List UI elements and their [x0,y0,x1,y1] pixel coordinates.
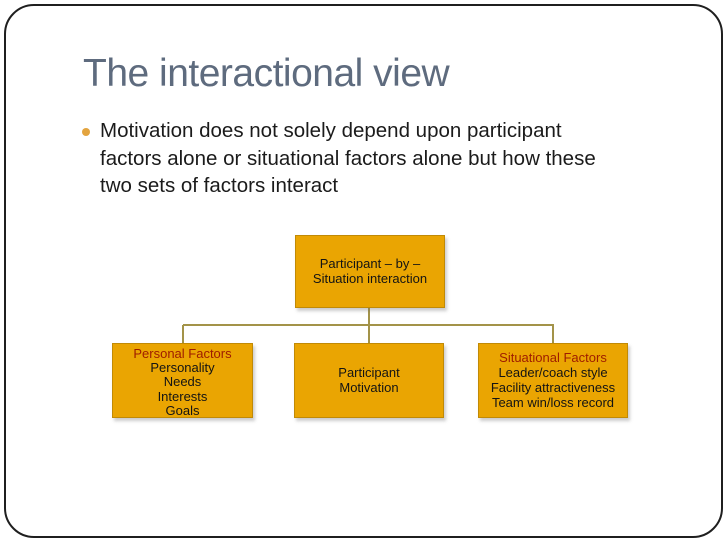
connector-top-vertical [368,308,370,325]
box-participant-motivation: Participant Motivation [294,343,444,418]
bullet-item: Motivation does not solely depend upon p… [82,117,596,200]
bullet-text: Motivation does not solely depend upon p… [100,117,596,200]
box-participant-by-situation: Participant – by – Situation interaction [295,235,445,308]
box-list-item: Facility attractiveness [490,380,616,395]
box-list-item: Leader/coach style [498,365,608,380]
box-list-item: Goals [165,402,200,418]
box-list-item: Personality [150,360,215,376]
box-text-line: Participant [338,365,400,381]
box-text-line: Motivation [339,379,399,395]
box-heading: Personal Factors [133,346,232,361]
box-situational-factors: Situational Factors Leader/coach style F… [478,343,628,418]
box-heading: Situational Factors [499,350,607,365]
connector-middle-vertical [368,325,370,343]
box-list-item: Interests [157,388,208,404]
connector-right-vertical [552,325,554,343]
bullet-text-line: two sets of factors interact [100,174,339,197]
box-text-line: Situation interaction [312,270,428,286]
box-list-item: Needs [163,374,202,390]
box-list-item: Team win/loss record [491,395,615,410]
page-title: The interactional view [83,52,450,95]
connector-left-vertical [182,325,184,343]
bullet-dot-icon [82,128,90,136]
box-personal-factors: Personal Factors Personality Needs Inter… [112,343,253,418]
bullet-text-line: Motivation does not solely depend upon p… [100,119,562,142]
bullet-text-line: factors alone or situational factors alo… [100,146,596,170]
box-text-line: Participant – by – [319,256,421,272]
